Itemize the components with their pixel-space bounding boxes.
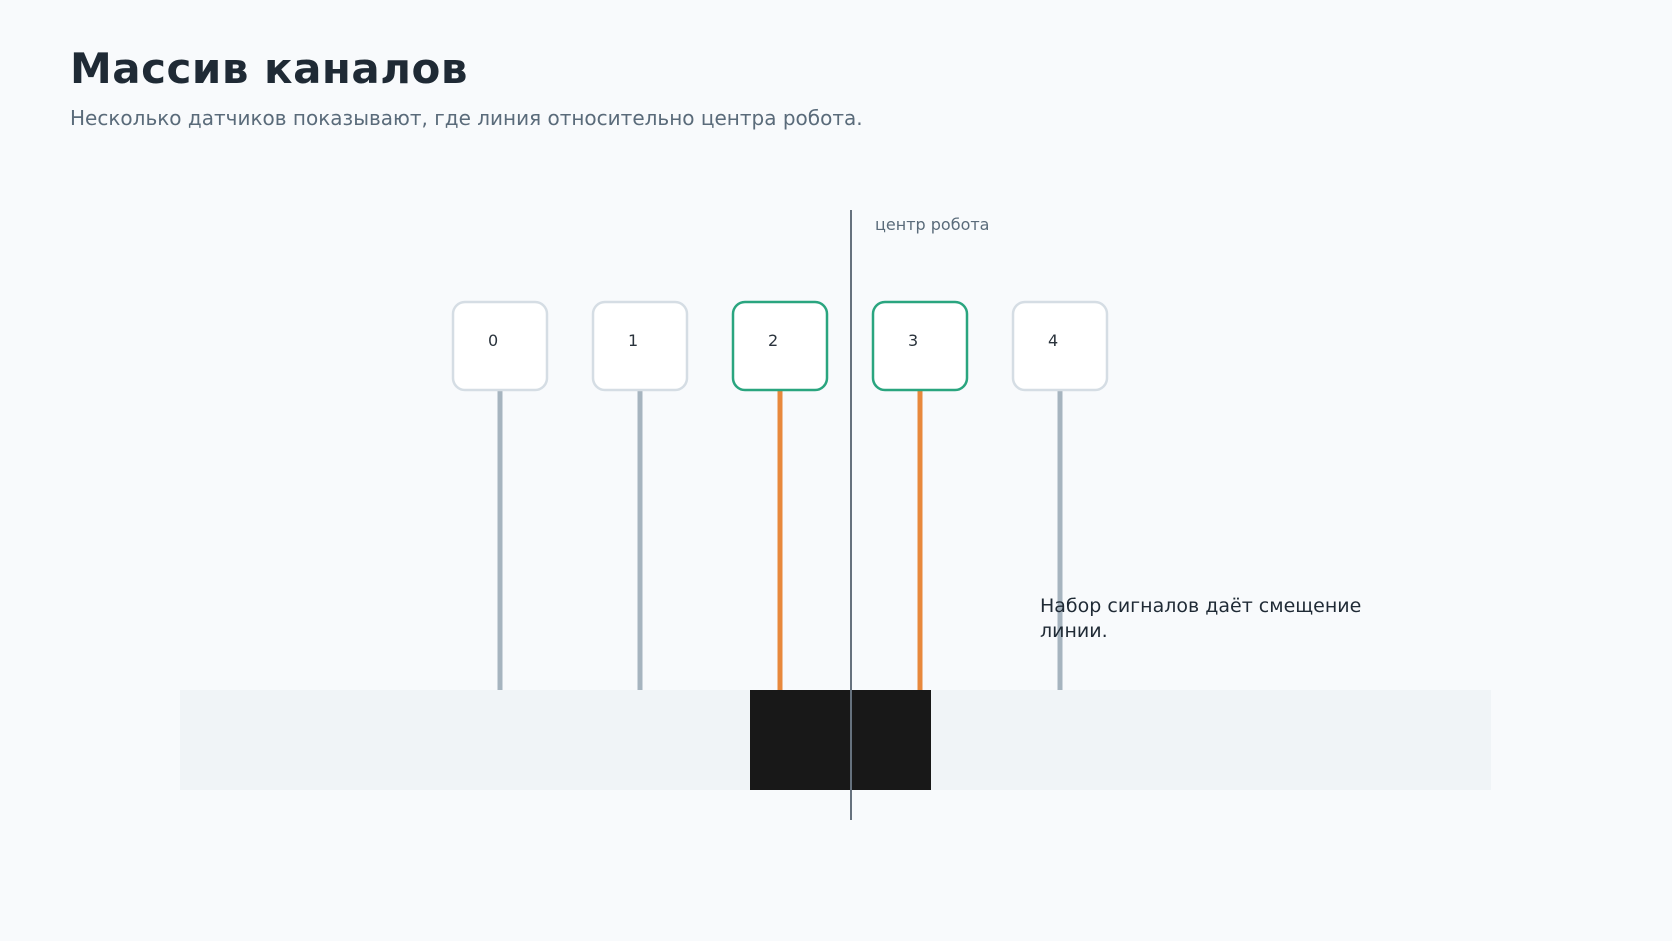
robot-center-label: центр робота [875, 215, 989, 234]
sensor-box-4 [1011, 300, 1109, 392]
signal-note: Набор сигналов даёт смещение линии. [1040, 595, 1362, 642]
sensor-label-3: 3 [908, 331, 918, 350]
page-subtitle: Несколько датчиков показывают, где линия… [70, 106, 863, 130]
sensor-box-3 [871, 300, 969, 392]
sensor-group: 0 1 2 3 4 [451, 300, 1109, 690]
sensor-label-0: 0 [488, 331, 498, 350]
sensor-label-2: 2 [768, 331, 778, 350]
sensor-box-0 [451, 300, 549, 392]
sensor-label-1: 1 [628, 331, 638, 350]
sensor-box-2 [731, 300, 829, 392]
page-title: Массив каналов [70, 44, 468, 93]
sensor-box-1 [591, 300, 689, 392]
track-line [750, 690, 931, 790]
sensor-label-4: 4 [1048, 331, 1058, 350]
